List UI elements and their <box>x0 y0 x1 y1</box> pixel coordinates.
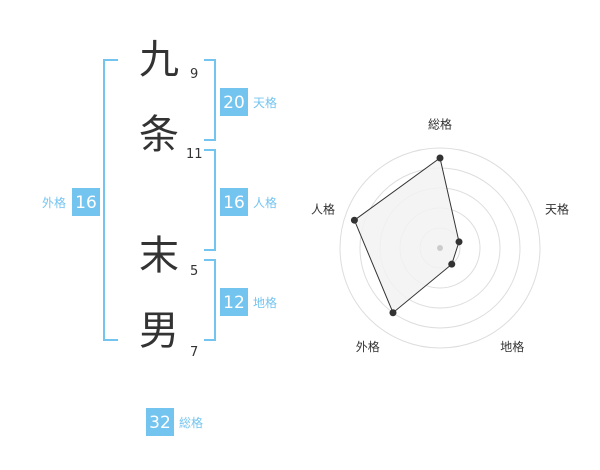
name-char-2: 条 <box>139 112 179 158</box>
radar-axis-label: 人格 <box>311 202 335 217</box>
ten-label: 天格 <box>253 95 277 110</box>
stroke-count-2: 11 <box>186 147 203 162</box>
gai-label: 外格 <box>42 195 66 210</box>
radar-center-dot <box>437 245 443 251</box>
gai-value: 16 <box>75 193 97 213</box>
name-char-1: 九 <box>139 37 179 83</box>
radar-grid-ring <box>339 147 541 349</box>
stroke-count-3: 5 <box>190 264 198 279</box>
ten-bracket <box>204 59 216 141</box>
chi-label: 地格 <box>253 295 277 310</box>
name-char-3: 末 <box>139 233 179 279</box>
stroke-count-4: 7 <box>190 345 198 360</box>
ten-value-box <box>220 88 248 116</box>
name-char-4: 男 <box>139 308 179 354</box>
radar-axis-label: 地格 <box>500 339 524 354</box>
ten-value: 20 <box>223 93 245 113</box>
total-value-box <box>146 408 174 436</box>
radar-point <box>448 260 456 268</box>
chi-bracket <box>204 259 216 341</box>
radar-axis-label: 総格 <box>428 117 452 132</box>
radar-point <box>389 309 397 317</box>
gai-bracket <box>103 59 118 341</box>
radar-point <box>436 154 444 162</box>
stroke-count-1: 9 <box>190 67 198 82</box>
chi-value: 12 <box>223 293 245 313</box>
radar-axis-label: 外格 <box>356 339 380 354</box>
jin-label: 人格 <box>253 195 277 210</box>
total-value: 32 <box>149 413 171 433</box>
chi-value-box <box>220 288 248 316</box>
radar-series-polygon <box>353 157 460 314</box>
radar-point <box>350 216 358 224</box>
radar-axis-label: 天格 <box>545 202 569 217</box>
jin-value-box <box>220 188 248 216</box>
total-label: 総格 <box>179 415 203 430</box>
gai-value-box <box>72 188 100 216</box>
jin-value: 16 <box>223 193 245 213</box>
jin-bracket <box>204 149 216 251</box>
radar-point <box>455 238 463 246</box>
